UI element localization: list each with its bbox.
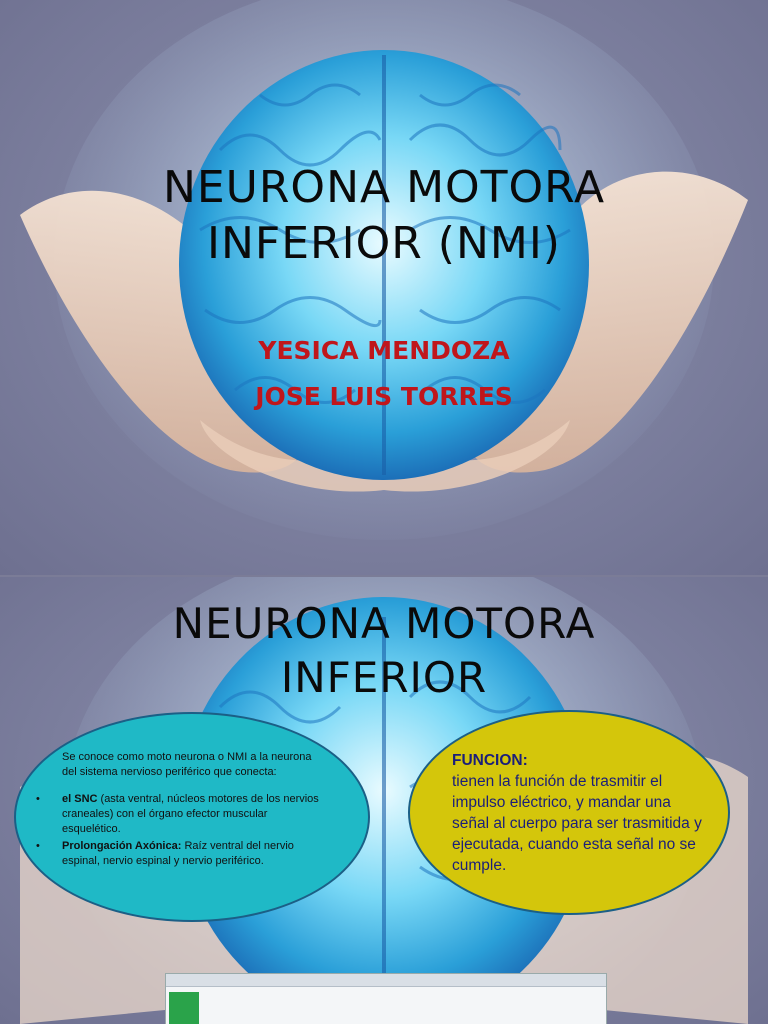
list-item: • Prolongación Axónica: Raíz ventral del… bbox=[36, 839, 322, 869]
list-item-text: (asta ventral, núcleos motores de los ne… bbox=[62, 793, 319, 835]
list-item-bold: el SNC bbox=[62, 793, 98, 805]
definition-list: • el SNC (asta ventral, núcleos motores … bbox=[36, 792, 322, 869]
bullet-icon: • bbox=[36, 840, 40, 852]
slide-title-heading: NEURONA MOTORA INFERIOR (NMI) bbox=[0, 160, 768, 272]
authors: YESICA MENDOZA JOSE LUIS TORRES bbox=[0, 328, 768, 420]
function-text: FUNCION: tienen la función de trasmitir … bbox=[452, 750, 706, 876]
function-bubble: FUNCION: tienen la función de trasmitir … bbox=[408, 710, 730, 915]
screenshot-toolbar bbox=[166, 974, 606, 987]
slide-definition: NEURONA MOTORA INFERIOR Se conoce como m… bbox=[0, 577, 768, 1024]
slide-title: NEURONA MOTORA INFERIOR (NMI) YESICA MEN… bbox=[0, 0, 768, 575]
list-item-bold: Prolongación Axónica: bbox=[62, 840, 182, 852]
bullet-icon: • bbox=[36, 793, 40, 805]
screenshot-sidebar bbox=[169, 992, 199, 1024]
definition-intro: Se conoce como moto neurona o NMI a la n… bbox=[62, 751, 312, 778]
author-2: JOSE LUIS TORRES bbox=[255, 382, 513, 411]
list-item: • el SNC (asta ventral, núcleos motores … bbox=[36, 792, 322, 837]
list-item-text: Raíz ventral del nervio espinal, nervio … bbox=[62, 840, 294, 867]
definition-text: Se conoce como moto neurona o NMI a la n… bbox=[36, 750, 322, 871]
function-heading: FUNCION: bbox=[452, 752, 528, 769]
title-line-1: NEURONA MOTORA bbox=[162, 162, 606, 213]
author-1: YESICA MENDOZA bbox=[258, 336, 510, 365]
definition-bubble: Se conoce como moto neurona o NMI a la n… bbox=[14, 712, 370, 922]
slide-2-heading: NEURONA MOTORA INFERIOR bbox=[0, 597, 768, 705]
function-body: tienen la función de trasmitir el impuls… bbox=[452, 773, 702, 874]
embedded-screenshot bbox=[165, 973, 607, 1024]
title-line-1: NEURONA MOTORA bbox=[172, 599, 596, 648]
title-line-2: INFERIOR (NMI) bbox=[207, 218, 561, 269]
title-line-2: INFERIOR bbox=[280, 653, 488, 702]
brain-hands-illustration bbox=[20, 0, 748, 540]
